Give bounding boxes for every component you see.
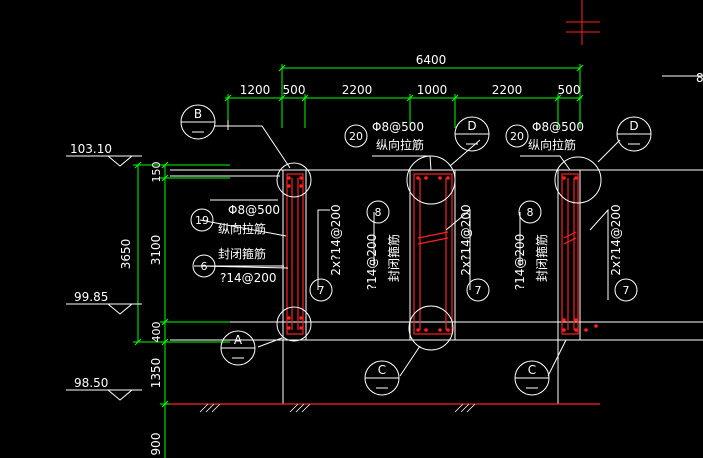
dim-seg-2: 500: [283, 83, 306, 97]
note-stirrup-spec-b: ?14@200: [365, 234, 379, 291]
svg-text:20: 20: [510, 130, 524, 143]
note-mid-tie-spec: Φ8@500: [372, 120, 424, 134]
svg-text:7: 7: [623, 284, 630, 297]
dim-height-1: 150: [150, 162, 163, 183]
note-left-tie-spec: Φ8@500: [228, 203, 280, 217]
dim-height-5: 900: [149, 433, 163, 456]
note-vert-bar-a: 2x?14@200: [329, 204, 343, 275]
svg-text:A: A: [234, 333, 243, 347]
dim-seg-1: 1200: [240, 83, 271, 97]
svg-text:C: C: [378, 363, 386, 377]
callout-19: 19: [190, 208, 214, 232]
callout-20-a: 20: [344, 124, 368, 148]
rebar-dots: [287, 176, 598, 332]
bubble-D-2: D: [616, 116, 652, 152]
note-left-stirrup-name: 封闭箍筋: [218, 246, 266, 261]
elevation-mid: 99.85: [74, 290, 108, 304]
note-left-stirrup-spec: ?14@200: [220, 271, 277, 285]
note-stirrup-spec-c: ?14@200: [513, 234, 527, 291]
dim-height-4: 1350: [149, 358, 163, 389]
note-right-tie-spec: Φ8@500: [532, 120, 584, 134]
svg-text:D: D: [467, 119, 476, 133]
svg-text:B: B: [194, 107, 202, 121]
note-vert-bar-c: 2x?14@200: [609, 204, 623, 275]
note-stirrup-name-c: 封闭箍筋: [534, 234, 549, 282]
elevation-bottom: 98.50: [74, 376, 108, 390]
callout-7-a: 7: [309, 278, 333, 302]
red-crosshair: [566, 0, 600, 45]
bubble-B: B: [180, 104, 216, 140]
dim-seg-3: 2200: [342, 83, 373, 97]
elevation-top: 103.10: [70, 142, 112, 156]
dim-seg-5: 2200: [492, 83, 523, 97]
svg-text:20: 20: [349, 130, 363, 143]
bubble-C-1: C: [364, 360, 400, 396]
note-right-tie-name: 纵向拉筋: [528, 137, 576, 152]
note-stirrup-name-b: 封闭箍筋: [386, 234, 401, 282]
left-dimension-group: [133, 161, 230, 458]
bubble-D-1: D: [454, 116, 490, 152]
svg-text:D: D: [629, 119, 638, 133]
svg-text:8: 8: [375, 206, 382, 219]
rebar-cages: [286, 173, 579, 335]
note-left-tie-name: 纵向拉筋: [218, 221, 266, 236]
note-vert-bar-b: 2x?14@200: [459, 204, 473, 275]
dim-height-2: 3100: [149, 235, 163, 266]
callout-7-c: 7: [614, 278, 638, 302]
callout-20-b: 20: [505, 124, 529, 148]
svg-text:19: 19: [195, 214, 209, 227]
dim-height-3: 400: [150, 322, 163, 343]
svg-text:6: 6: [201, 260, 208, 273]
dim-seg-4: 1000: [417, 83, 448, 97]
dim-overall-height: 3650: [119, 239, 133, 270]
bubble-A: A: [220, 330, 256, 366]
callout-7-b: 7: [466, 278, 490, 302]
svg-text:7: 7: [475, 284, 482, 297]
svg-text:7: 7: [318, 284, 325, 297]
top-dimension-group: [224, 64, 584, 128]
elevation-markers: [66, 155, 142, 401]
dim-overall-width: 6400: [416, 53, 447, 67]
callout-8-a: 8: [366, 200, 390, 224]
structure-outline: [170, 120, 703, 404]
svg-text:8: 8: [527, 206, 534, 219]
svg-text:C: C: [528, 363, 536, 377]
detail-circles: [276, 155, 602, 351]
bubble-C-2: C: [514, 360, 550, 396]
ground-hatch: [199, 403, 476, 413]
dim-seg-6: 500: [558, 83, 581, 97]
callout-8-b: 8: [518, 200, 542, 224]
edge-label: 8: [696, 71, 703, 85]
note-mid-tie-name: 纵向拉筋: [376, 137, 424, 152]
callout-6: 6: [192, 254, 216, 278]
